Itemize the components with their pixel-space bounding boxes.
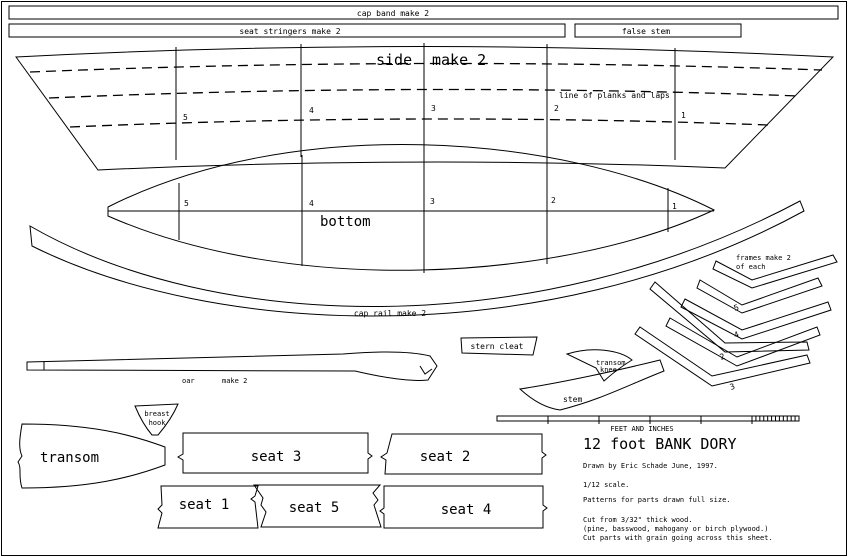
transom-label: transom (40, 450, 99, 466)
note-line-3: Cut parts with grain going across this s… (583, 534, 773, 542)
bottom-station-1: 1 (672, 202, 677, 211)
seat-2-part: seat 2 (380, 433, 547, 475)
frame-label-4: 4 (733, 330, 741, 340)
bottom-station-3: 3 (430, 197, 435, 206)
cap-rail-part: cap rail make 2 (29, 200, 805, 318)
plan-title: 12 foot BANK DORY (583, 435, 737, 453)
oar-label: oar (182, 377, 195, 385)
transom-knee-label-2: knee (600, 366, 617, 374)
transom-knee-part: transom knee (565, 349, 633, 382)
stem-label: stem (563, 395, 582, 404)
side-station-4: 4 (309, 106, 314, 115)
frame-label-3: 3 (729, 382, 737, 392)
side-station-1: 1 (681, 111, 686, 120)
breast-hook-label-2: hook (149, 419, 167, 427)
cap-band-label: cap band make 2 (357, 9, 429, 18)
seat-4-part: seat 4 (379, 485, 548, 529)
false-stem-label: false stem (622, 27, 670, 36)
scale-text: 1/12 scale. (583, 481, 629, 489)
bottom-panel-part: bottom 5 4 3 2 1 (107, 144, 716, 273)
seat-5-label: seat 5 (289, 500, 340, 516)
false-stem-part: false stem (574, 23, 742, 38)
cap-rail-label: cap rail make 2 (354, 309, 426, 318)
frame-label-2: 2 (719, 352, 727, 362)
frame-label-5: 5 (733, 303, 741, 313)
stern-cleat-label: stern cleat (471, 342, 524, 351)
seat-stringers-label: seat stringers make 2 (239, 27, 340, 36)
oar-make-label: make 2 (222, 377, 247, 385)
side-label: side (376, 51, 412, 69)
bottom-station-4: 4 (309, 199, 314, 208)
line-of-planks-label: line of planks and laps (559, 91, 670, 100)
transom-knee-label-1: transom (596, 359, 626, 367)
side-station-2: 2 (554, 104, 559, 113)
bottom-station-2: 2 (551, 196, 556, 205)
side-station-5: 5 (183, 113, 188, 122)
bottom-station-5: 5 (184, 199, 189, 208)
frames-make-label: frames make 2 (736, 254, 791, 262)
seat-1-part: seat 1 (157, 485, 259, 529)
seat-4-label: seat 4 (441, 502, 492, 518)
seat-stringers-part: seat stringers make 2 (8, 23, 566, 38)
side-panel-part: side make 2 line of planks and laps 5 4 … (15, 43, 835, 171)
scale-label: FEET AND INCHES (610, 425, 673, 433)
seat-2-label: seat 2 (420, 449, 471, 465)
stern-cleat-part: stern cleat (460, 336, 538, 356)
scale-bar: FEET AND INCHES (496, 415, 800, 433)
seat-3-label: seat 3 (251, 449, 302, 465)
breast-hook-label-1: breast (144, 410, 169, 418)
oar-part: oar make 2 (26, 351, 438, 385)
note-line-2: (pine, basswood, mahogany or birch plywo… (583, 525, 768, 533)
stem-part: stem (518, 359, 665, 411)
transom-part: transom (17, 423, 166, 489)
bottom-label: bottom (320, 214, 371, 230)
frames-of-each-label: of each (736, 263, 766, 271)
side-station-3: 3 (431, 104, 436, 113)
drawn-by-text: Drawn by Eric Schade June, 1997. (583, 462, 718, 470)
seat-5-part: seat 5 (253, 484, 382, 528)
seat-3-part: seat 3 (177, 432, 373, 474)
breast-hook-part: breast hook (134, 403, 179, 436)
seat-1-label: seat 1 (179, 497, 230, 513)
side-make-label: make 2 (432, 51, 486, 69)
note-line-1: Cut from 3/32" thick wood. (583, 516, 693, 524)
patterns-text: Patterns for parts drawn full size. (583, 496, 731, 504)
cap-band-part: cap band make 2 (8, 5, 839, 20)
frames-parts: frames make 2 of each 5 4 2 3 (634, 254, 838, 392)
title-block: 12 foot BANK DORY Drawn by Eric Schade J… (583, 435, 773, 542)
